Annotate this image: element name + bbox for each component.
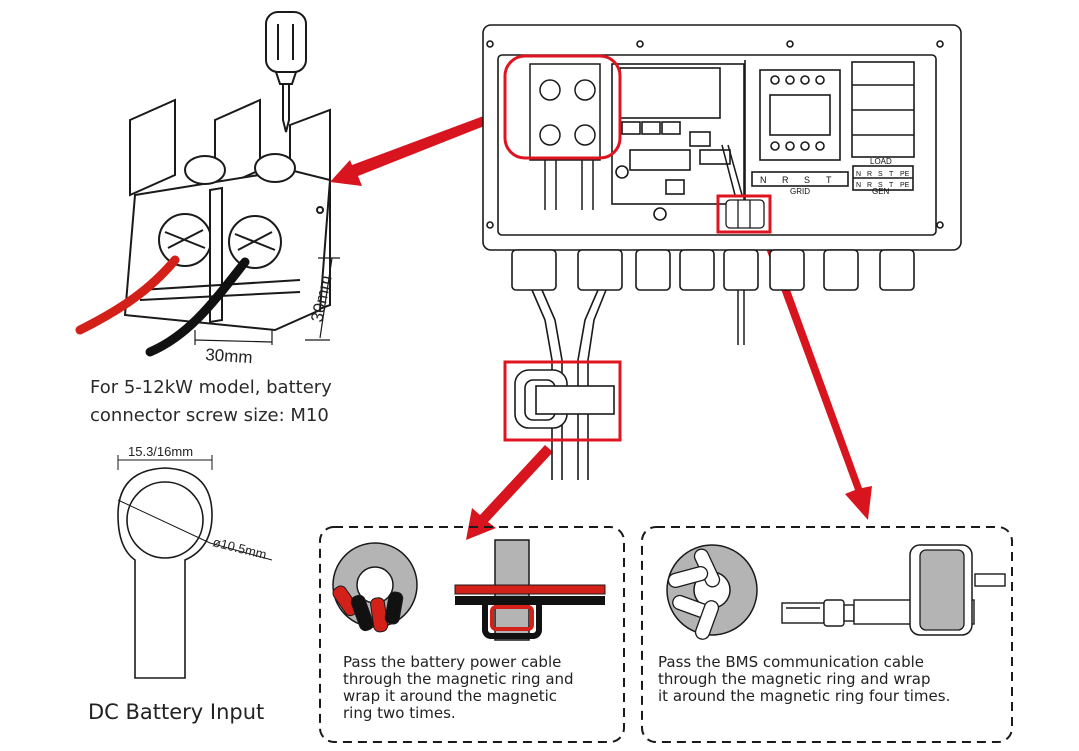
lug-width-label: 15.3/16mm bbox=[128, 444, 193, 459]
pointer-arrows bbox=[330, 108, 872, 540]
inverter-battery-terminals bbox=[529, 63, 601, 161]
grid-terminal-s: S bbox=[804, 175, 810, 185]
bms-panel-line2: through the magnetic ring and wrap bbox=[658, 670, 931, 688]
load-terminal-n: N bbox=[856, 171, 861, 178]
lug-dimension-lines bbox=[117, 455, 273, 561]
load-terminal-s: S bbox=[878, 171, 883, 178]
dim-horizontal-label: 30mm bbox=[205, 345, 253, 367]
battery-panel-line2: through the magnetic ring and bbox=[343, 670, 574, 688]
gen-terminal-pe: PE bbox=[900, 182, 910, 189]
power-cable-magnetic-ring bbox=[514, 369, 615, 429]
gen-terminal-s: S bbox=[878, 182, 883, 189]
grid-terminal-t: T bbox=[826, 175, 832, 185]
gen-terminal-t: T bbox=[889, 182, 894, 189]
load-terminal-t: T bbox=[889, 171, 894, 178]
bms-panel-line3: it around the magnetic ring four times. bbox=[658, 687, 951, 705]
terminal-caption-line2: connector screw size: M10 bbox=[90, 405, 329, 426]
instruction-panels bbox=[319, 526, 1013, 743]
lug-caption: DC Battery Input bbox=[88, 700, 265, 724]
highlight-boxes bbox=[503, 54, 772, 442]
terminal-caption-line1: For 5-12kW model, battery bbox=[90, 377, 332, 398]
battery-panel-text: Pass the battery power cable through the… bbox=[343, 654, 613, 722]
toroid-with-power-cable-illustration bbox=[332, 542, 418, 633]
wrapped-power-cable-illustration bbox=[454, 539, 606, 641]
bms-magnetic-ring-illustration bbox=[909, 544, 973, 636]
screwdriver-icon bbox=[265, 11, 307, 133]
ring-lug-drawing bbox=[117, 467, 213, 679]
load-terminal-r: R bbox=[867, 171, 872, 178]
bms-panel-text: Pass the BMS communication cable through… bbox=[658, 654, 1003, 705]
load-label: LOAD bbox=[870, 157, 892, 166]
gen-terminal-n: N bbox=[856, 182, 861, 189]
bms-cable-magnetic-ring bbox=[725, 199, 765, 229]
gen-label: GEN bbox=[872, 187, 890, 196]
battery-panel-line4: ring two times. bbox=[343, 704, 456, 722]
internal-cables bbox=[544, 144, 745, 345]
red-battery-cable bbox=[75, 255, 180, 335]
black-battery-cable bbox=[145, 257, 250, 357]
grid-label: GRID bbox=[790, 187, 810, 196]
toroid-with-bms-cable-illustration bbox=[666, 544, 758, 640]
bms-panel-line1: Pass the BMS communication cable bbox=[658, 653, 924, 671]
terminal-caption: For 5-12kW model, battery connector scre… bbox=[90, 377, 370, 427]
grid-terminal-n: N bbox=[760, 175, 767, 185]
load-terminal-pe: PE bbox=[900, 171, 910, 178]
inverter-wiring-box bbox=[482, 24, 962, 291]
gen-terminal-r: R bbox=[867, 182, 872, 189]
battery-terminal-block bbox=[123, 98, 332, 332]
dimension-lines bbox=[194, 257, 340, 345]
battery-panel-line1: Pass the battery power cable bbox=[343, 653, 562, 671]
battery-panel-line3: wrap it around the magnetic bbox=[343, 687, 557, 705]
grid-terminal-r: R bbox=[782, 175, 789, 185]
lug-hole-label: ø10.5mm bbox=[211, 534, 268, 562]
